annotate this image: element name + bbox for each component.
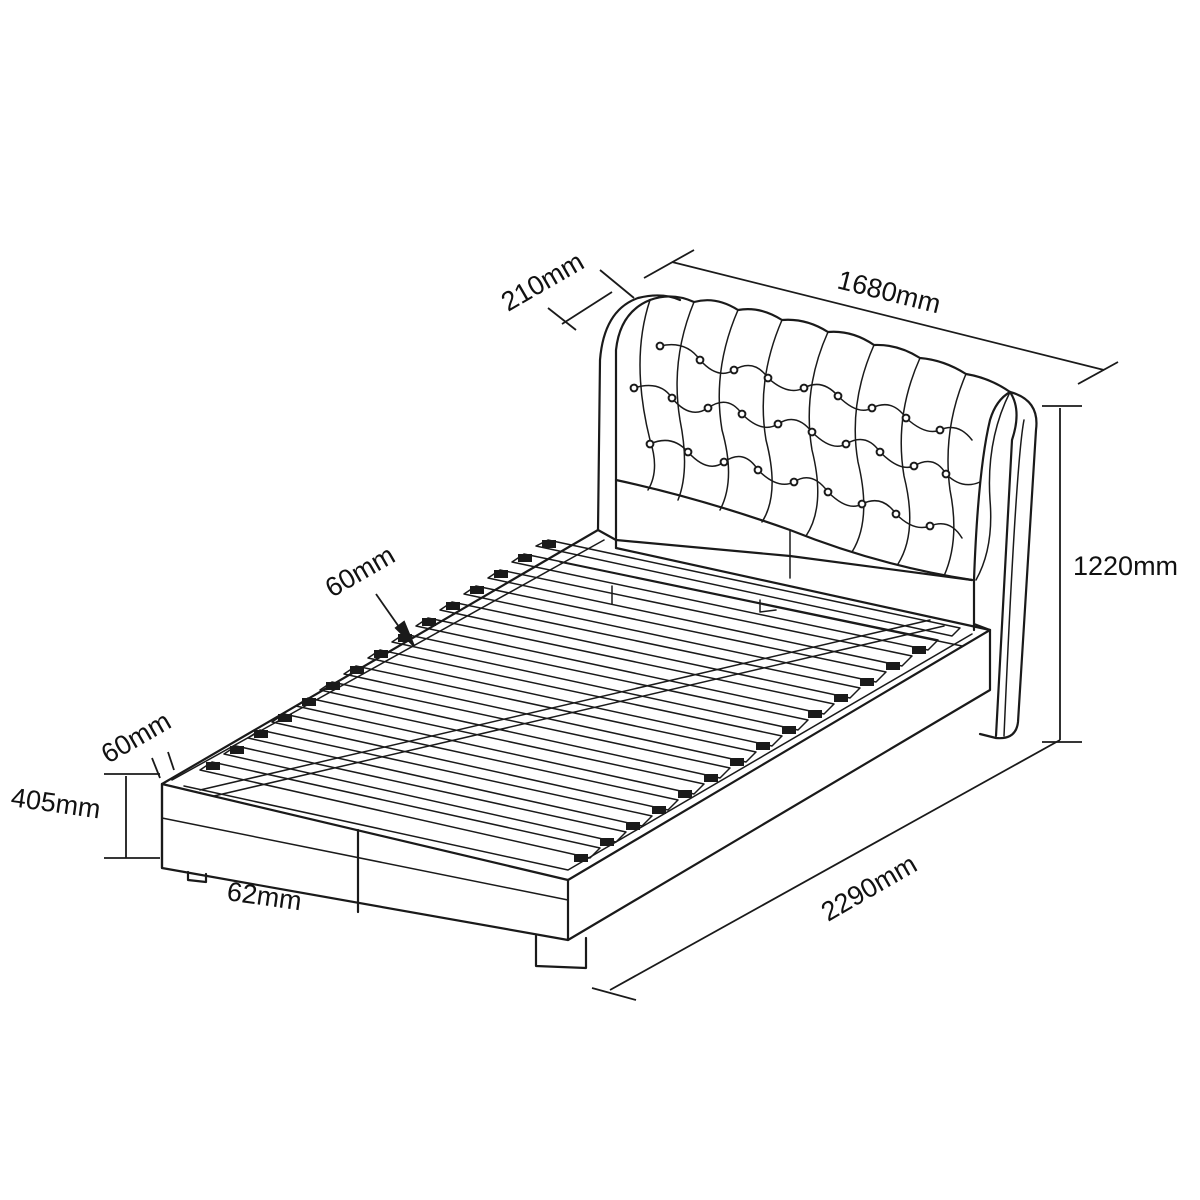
- frame-thickness-label: 60mm: [96, 706, 176, 769]
- width-label: 1680mm: [835, 265, 944, 320]
- slat-gap-label: 60mm: [320, 540, 400, 603]
- tufting-buttons: [629, 341, 951, 531]
- headboard-depth-label: 210mm: [496, 246, 589, 317]
- length-label: 2290mm: [816, 849, 922, 928]
- dimension-lines: [104, 249, 1119, 1001]
- bed-height-label: 405mm: [9, 782, 102, 824]
- leg-height-label: 62mm: [225, 876, 303, 916]
- headboard: [596, 294, 1038, 740]
- slat-caps: [206, 540, 926, 862]
- bed-frame: [160, 528, 992, 970]
- height-label: 1220mm: [1073, 551, 1178, 581]
